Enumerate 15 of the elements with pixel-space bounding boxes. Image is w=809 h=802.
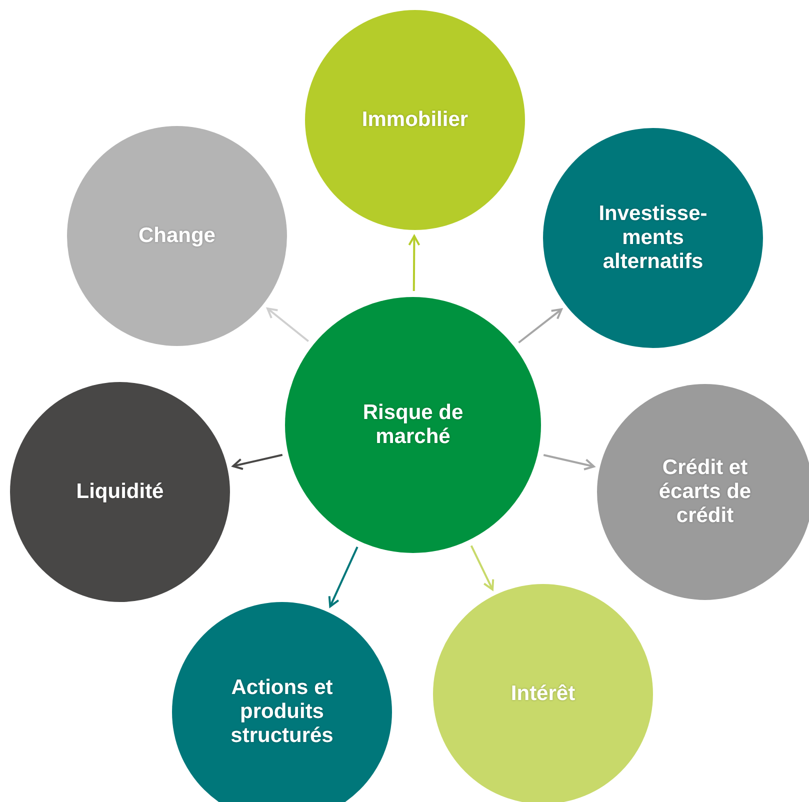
- arrow: [266, 308, 310, 342]
- circle-label: Actions et produits structurés: [230, 676, 334, 748]
- arrow: [518, 308, 562, 344]
- circle-label: Investisse- ments alternatifs: [598, 202, 708, 274]
- circle-label: Crédit et écarts de crédit: [658, 456, 752, 528]
- circle-label: Change: [137, 224, 216, 248]
- circle-label: Intérêt: [510, 682, 576, 706]
- circle-label: Immobilier: [360, 108, 470, 132]
- arrow: [470, 545, 494, 591]
- circle-label: Risque de marché: [362, 400, 464, 450]
- arrow: [328, 546, 358, 608]
- arrow: [408, 235, 420, 292]
- arrow: [232, 454, 283, 470]
- arrow: [543, 454, 595, 470]
- circle-label: Liquidité: [75, 480, 165, 504]
